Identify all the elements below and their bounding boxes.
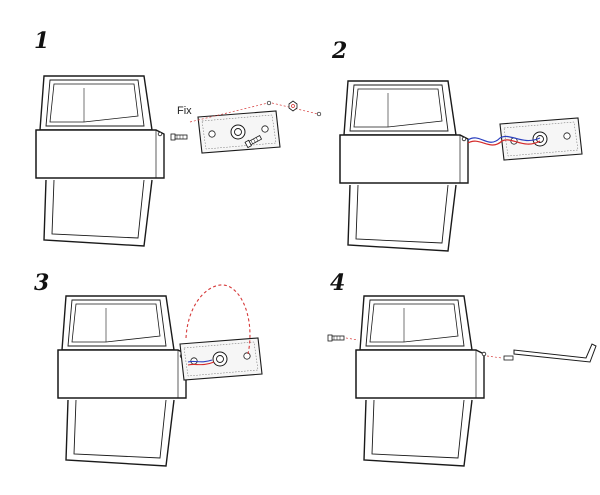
step-4-screw-left (327, 334, 345, 342)
step-3-number: 3 (34, 270, 49, 296)
step-3-wire-blue (187, 359, 213, 363)
step-1-screw-left (170, 133, 188, 141)
step-4-lamp (355, 295, 487, 467)
step-3-wire-red (187, 361, 215, 366)
step-1-panel: 1 Fix (34, 28, 322, 247)
step-1-marker: 1 (34, 28, 49, 54)
step-1-nut (288, 100, 298, 112)
step-1-guide-line (189, 102, 269, 123)
fix-label: Fix (177, 105, 192, 117)
step-4-guide-line (486, 355, 503, 359)
step-1-lamp (35, 75, 165, 247)
step-2-mounting-plate (499, 117, 583, 161)
step-2-wire-blue (467, 135, 541, 143)
step-3-mounting-plate (179, 337, 263, 381)
step-3-lamp (57, 295, 187, 467)
hex-key-icon (513, 343, 597, 363)
step-2-panel: 2 (331, 38, 583, 252)
step-1-anchor (316, 111, 322, 117)
step-3-panel: 3 (34, 270, 263, 467)
step-4-panel: 4 (327, 270, 597, 467)
step-3-swing-arc (185, 284, 251, 355)
step-2-number: 2 (331, 38, 347, 64)
step-2-wire-red (467, 139, 541, 146)
step-4-guide-line (345, 337, 359, 341)
step-4-screw-right (503, 355, 514, 361)
step-1-anchor (266, 100, 272, 106)
step-1-number: 1 (34, 28, 49, 54)
step-2-lamp (339, 80, 469, 252)
step-4-number: 4 (330, 270, 345, 296)
